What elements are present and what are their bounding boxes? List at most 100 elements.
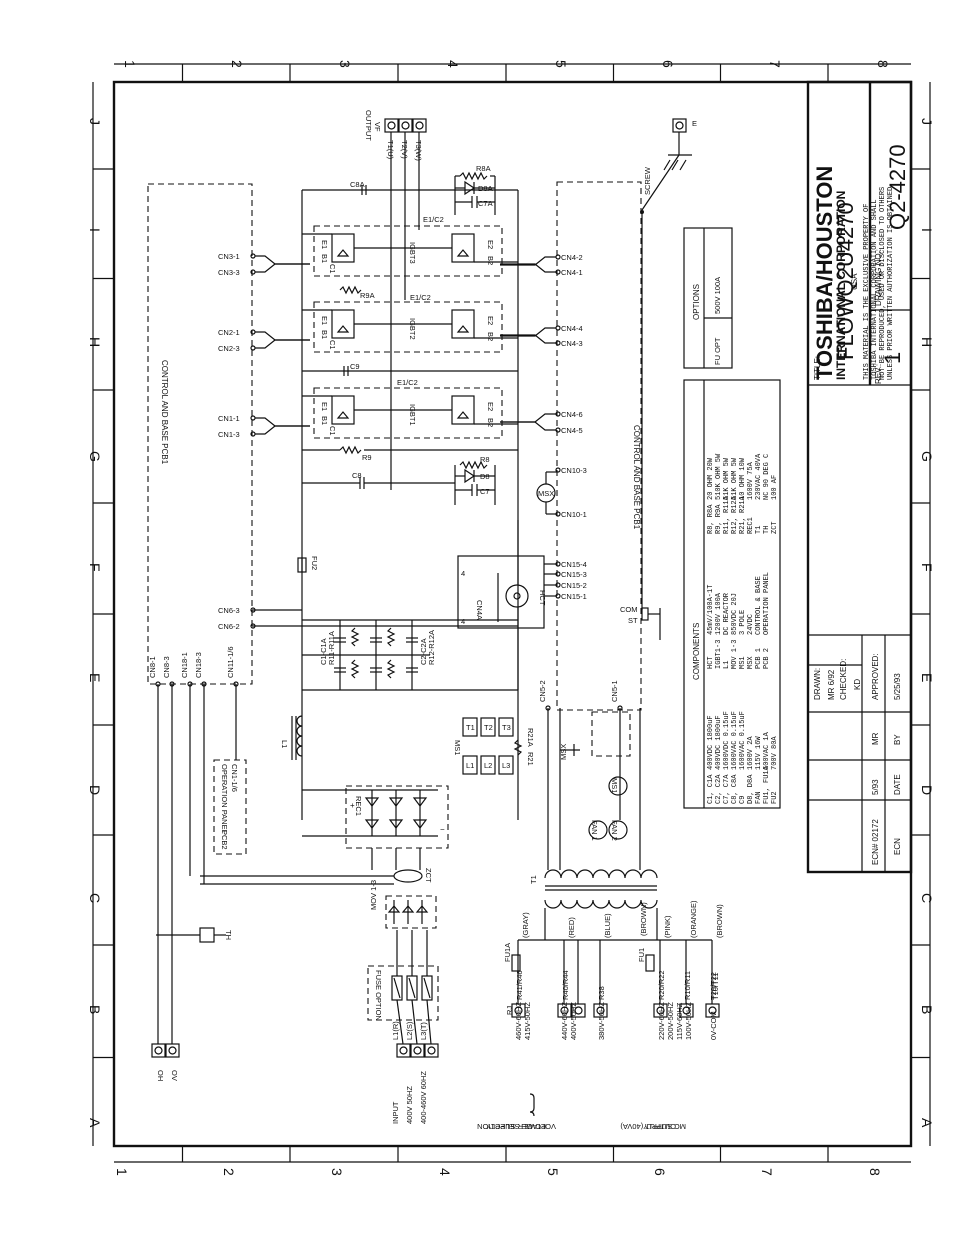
ms1-coil-label: MS1 bbox=[610, 778, 619, 793]
igbt-lower-switch bbox=[451, 395, 475, 425]
by-label: BY bbox=[893, 734, 902, 745]
connector-pin bbox=[250, 415, 256, 421]
component-spec: CONTROL & BASE bbox=[755, 576, 763, 635]
tap-resistor-label: T10/T11 bbox=[711, 973, 720, 1000]
tap-color-label: (PINK) bbox=[663, 915, 672, 938]
tap-terminal-screw bbox=[656, 1006, 665, 1015]
connector-cn18-3: CN18-3 bbox=[194, 652, 203, 678]
voltage-selection-label: VOLTAGE SELECTION bbox=[477, 1122, 556, 1131]
component-ref: HCT bbox=[707, 656, 715, 669]
t1-transformer: T1 bbox=[529, 708, 658, 940]
igbt-upper-switch bbox=[331, 395, 355, 425]
v115-label: 115V-60HZ bbox=[675, 1002, 684, 1040]
notice-line-3: NOT BE REPRODUCED, USED OR DISCLOSED TO … bbox=[879, 187, 887, 380]
tap-resistor-label: R41/R46 bbox=[515, 970, 524, 1000]
igbt-pin-e2: E2 bbox=[486, 316, 495, 325]
tap-color-label: (RED) bbox=[567, 917, 576, 938]
component-ref: PCB 2 bbox=[763, 648, 771, 669]
date-label: DATE bbox=[893, 774, 902, 795]
pcb2-label: PCB2 bbox=[220, 830, 229, 850]
drawing-no-label: DRAWING NO.: bbox=[874, 249, 883, 306]
options-table: OPTIONS FU OPT 500V 100A bbox=[683, 227, 733, 369]
igbt-modules: E1B1C1E2B2IGBT3E1B1C1E2B2IGBT2E1B1C1E2B2… bbox=[302, 225, 518, 439]
c1-label: C1-C1A bbox=[319, 638, 328, 665]
r12-label: R12-R12A bbox=[427, 630, 436, 665]
tap-color-label: (GRAY) bbox=[521, 912, 530, 938]
component-spec: 1200V 100A bbox=[715, 592, 723, 635]
connector-cn11-1-6: CN11-1/6 bbox=[226, 646, 235, 678]
row-letter-left: F bbox=[87, 563, 103, 572]
component-spec: DC REACTOR bbox=[723, 592, 731, 635]
component-ref: C9 bbox=[739, 796, 747, 804]
connector-cn10-3: CN10-3 bbox=[561, 466, 587, 475]
oh-ov-terminals: OH OV bbox=[151, 684, 180, 1081]
row-letter-left: I bbox=[87, 228, 103, 232]
connector-pin bbox=[555, 340, 561, 346]
row-letter-right: I bbox=[919, 228, 935, 232]
tap-color-label: (BROWN) bbox=[639, 902, 648, 936]
component-ref: TH bbox=[763, 526, 771, 534]
row-letter-left: A bbox=[87, 1118, 103, 1128]
component-spec: 230VAC 40VA bbox=[755, 453, 763, 500]
ms1-t3: T3 bbox=[502, 723, 511, 732]
column-number-top: 6 bbox=[660, 60, 676, 68]
ecn-label: ECN bbox=[893, 838, 902, 855]
igbt-lower-switch bbox=[451, 309, 475, 339]
component-spec: 1600VAC 0.15uF bbox=[731, 711, 739, 770]
connector-cn5-2: CN5-2 bbox=[538, 680, 547, 702]
column-number-top: 3 bbox=[337, 60, 353, 68]
connector-cn4-2: CN4-2 bbox=[561, 253, 583, 262]
d8a-label: D8A bbox=[478, 184, 493, 193]
component-ref: R11, R11A bbox=[723, 495, 731, 534]
fu1-label: FU1 bbox=[637, 948, 646, 962]
component-ref: ZCT bbox=[771, 521, 779, 534]
gate-wire bbox=[255, 339, 310, 349]
drawing-number: Q2-4270 bbox=[885, 144, 910, 230]
st-label: ST bbox=[628, 616, 638, 625]
component-spec: 1600V 2A bbox=[747, 736, 755, 770]
msx-label: MSX bbox=[538, 489, 554, 498]
igbt-pin-b2: B2 bbox=[486, 418, 495, 427]
approved-label: APPROVED: bbox=[871, 653, 880, 700]
r9a-label: R9A bbox=[360, 291, 375, 300]
t3w-label: T3(W) bbox=[414, 140, 423, 161]
e1c2-label-2: E1/C2 bbox=[410, 293, 431, 302]
connector-cn1-3: CN1-3 bbox=[218, 430, 240, 439]
r8-label: R8 bbox=[480, 455, 490, 464]
igbt-pin-c1: C1 bbox=[328, 426, 337, 436]
component-spec: 51K OHM 5W bbox=[723, 457, 731, 500]
option-name: FU OPT bbox=[713, 337, 722, 365]
right-connectors: CN4-2CN4-1CN4-4CN4-3CN4-6CN4-5CN10-3CN10… bbox=[500, 253, 587, 601]
connector-cn8-3: CN8-3 bbox=[162, 656, 171, 678]
r8a-label: R8A bbox=[476, 164, 491, 173]
l1-label: L1 bbox=[280, 740, 289, 748]
c2-label: C2-C2A bbox=[419, 638, 428, 665]
mov-surge: MOV 1-3 bbox=[369, 880, 437, 929]
column-number-top: 7 bbox=[767, 60, 783, 68]
igbt-pin-c1: C1 bbox=[328, 340, 337, 350]
checked-value: KD bbox=[853, 679, 862, 690]
column-number-bottom: 1 bbox=[114, 1168, 130, 1176]
rec1-rectifier: REC1 + − bbox=[302, 785, 449, 870]
igbt-pin-e2: E2 bbox=[486, 402, 495, 411]
ms1-l1: L1 bbox=[466, 761, 474, 770]
component-ref: IGBT1-3 bbox=[715, 640, 723, 669]
component-ref: T1 bbox=[755, 526, 763, 534]
fu1a-label: FU1A bbox=[503, 943, 512, 962]
igbt-upper-switch bbox=[331, 233, 355, 263]
snubber-a: R8A D8A C7A C8A bbox=[350, 164, 496, 215]
tap-terminal-screw bbox=[560, 1006, 569, 1015]
igbt-diode bbox=[456, 411, 470, 419]
row-letter-left: J bbox=[87, 118, 103, 125]
capacitor-bank: C1-C1A R11-R11A C2-C2A R12-R12A bbox=[302, 619, 518, 691]
tap-terminal-screw bbox=[574, 1006, 583, 1015]
component-spec: 3 POLE bbox=[739, 610, 747, 635]
hct-sensor: 4 4 CN4A HCT bbox=[457, 520, 557, 690]
igbt-pin-b1: B1 bbox=[320, 254, 329, 263]
connector-cn15-4: CN15-4 bbox=[561, 560, 587, 569]
drawn-label: DRAWN: bbox=[813, 668, 822, 700]
